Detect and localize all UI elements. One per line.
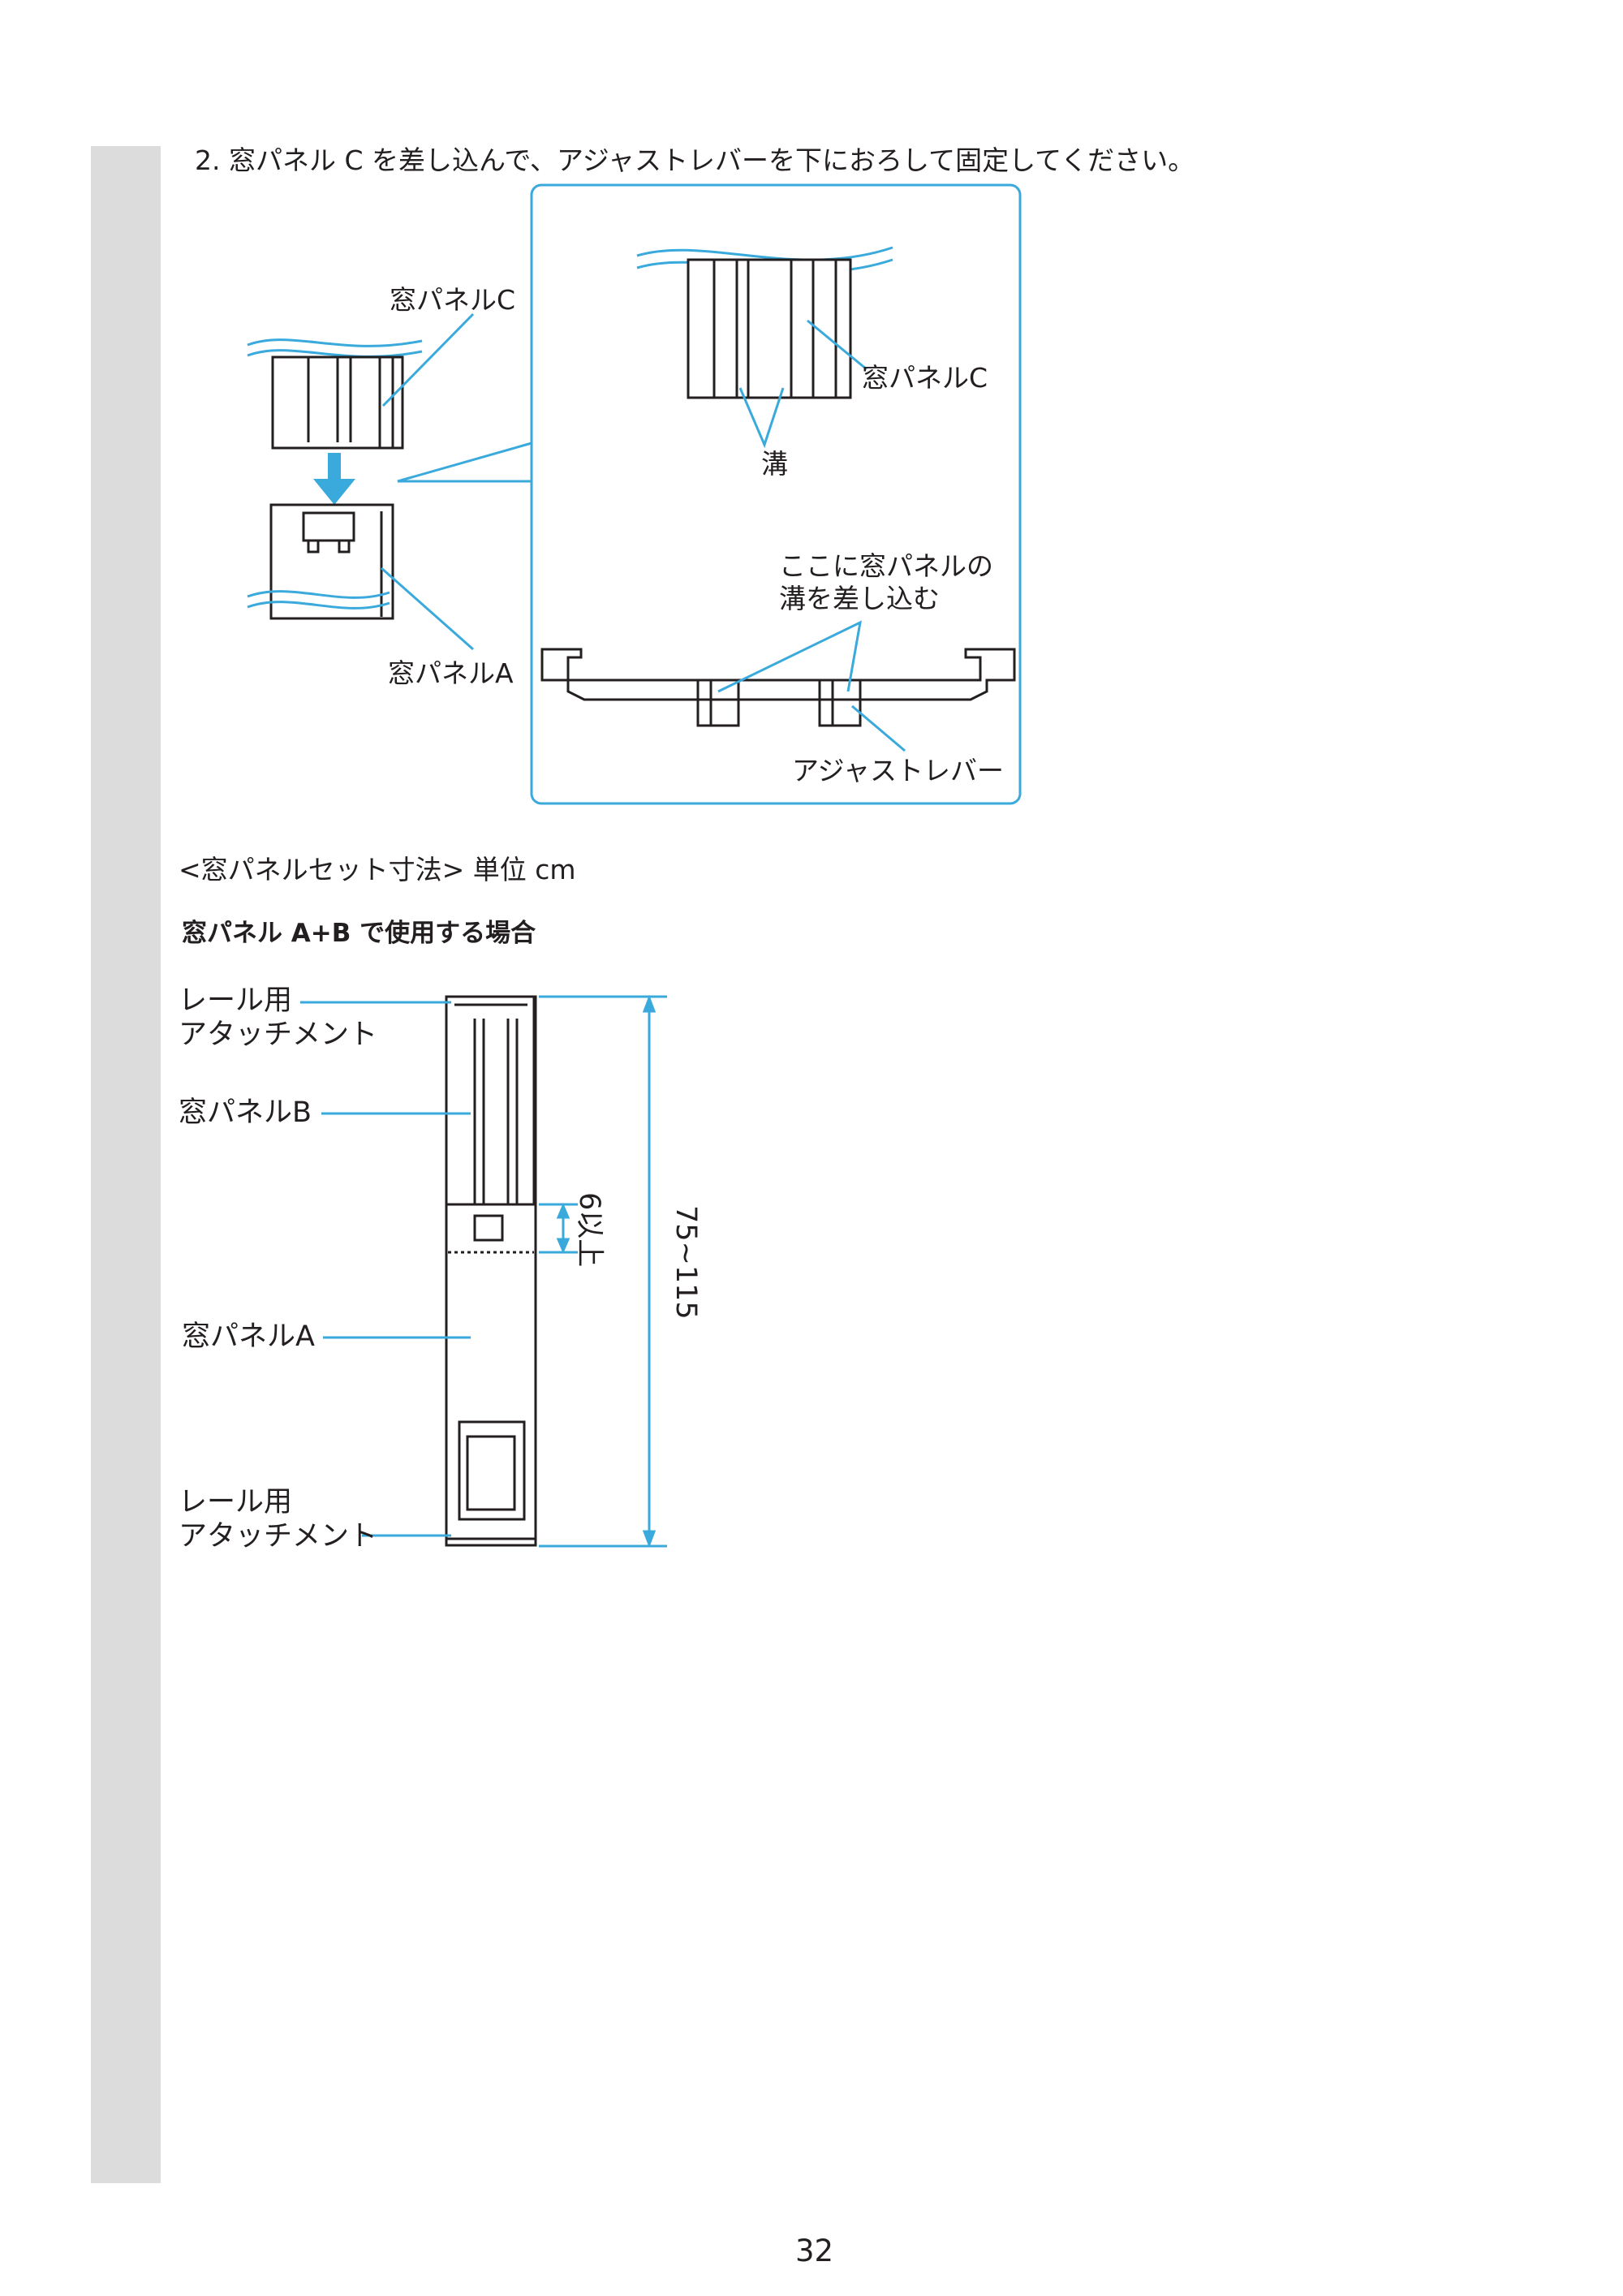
label-panel-c-detail: 窓パネルC: [862, 362, 988, 394]
label-overlap: 6以上: [573, 1192, 605, 1268]
leader-lever: [851, 704, 906, 752]
leader-panel-a: [381, 566, 474, 651]
leader-panel-c: [381, 312, 475, 407]
label-rail-top-2: アタッチメント: [179, 1019, 378, 1051]
page-number: 32: [795, 2234, 834, 2268]
label-adjust-lever: アジャストレバー: [792, 755, 1005, 786]
detail-callout: [397, 442, 532, 483]
detail-box: [530, 183, 1022, 805]
label-panel-c: 窓パネルC: [390, 284, 516, 316]
panel-c-drawing: [247, 338, 423, 450]
label-panel-b-dim: 窓パネルB: [179, 1096, 312, 1129]
rail-drawing: [540, 648, 1016, 727]
side-bar: [91, 146, 161, 2183]
label-panel-a-dim: 窓パネルA: [182, 1320, 315, 1353]
step-instruction: 2. 窓パネル C を差し込んで、アジャストレバーを下におろして固定してください…: [195, 144, 1195, 176]
overlap-dimension: [539, 1203, 578, 1254]
panel-b-drawing: [445, 995, 537, 1206]
leader-groove: [738, 387, 785, 449]
label-panel-a: 窓パネルA: [388, 657, 514, 689]
label-groove: 溝: [761, 448, 788, 480]
label-rail-bottom-2: アタッチメント: [179, 1520, 378, 1553]
label-insert-note-2: 溝を差し込む: [779, 583, 940, 614]
total-height-dimension: [539, 994, 667, 1549]
panel-a-drawing: [247, 503, 394, 620]
label-rail-top-1: レール用: [179, 984, 293, 1017]
install-figure: [247, 183, 1022, 805]
leader-insert: [717, 620, 862, 693]
label-insert-note-1: ここに窓パネルの: [779, 550, 993, 582]
dimension-figure: [300, 994, 667, 1549]
sub-heading: 窓パネル A+B で使用する場合: [182, 919, 536, 948]
panel-c-detail-drawing: [636, 246, 893, 399]
insert-arrow: [313, 453, 355, 505]
section-heading: <窓パネルセット寸法> 単位 cm: [179, 854, 576, 885]
panel-a-dim-drawing: [445, 1203, 537, 1547]
leader-panel-c-detail: [807, 319, 867, 371]
label-total-height: 75~115: [669, 1205, 702, 1320]
label-rail-bottom-1: レール用: [179, 1486, 293, 1518]
